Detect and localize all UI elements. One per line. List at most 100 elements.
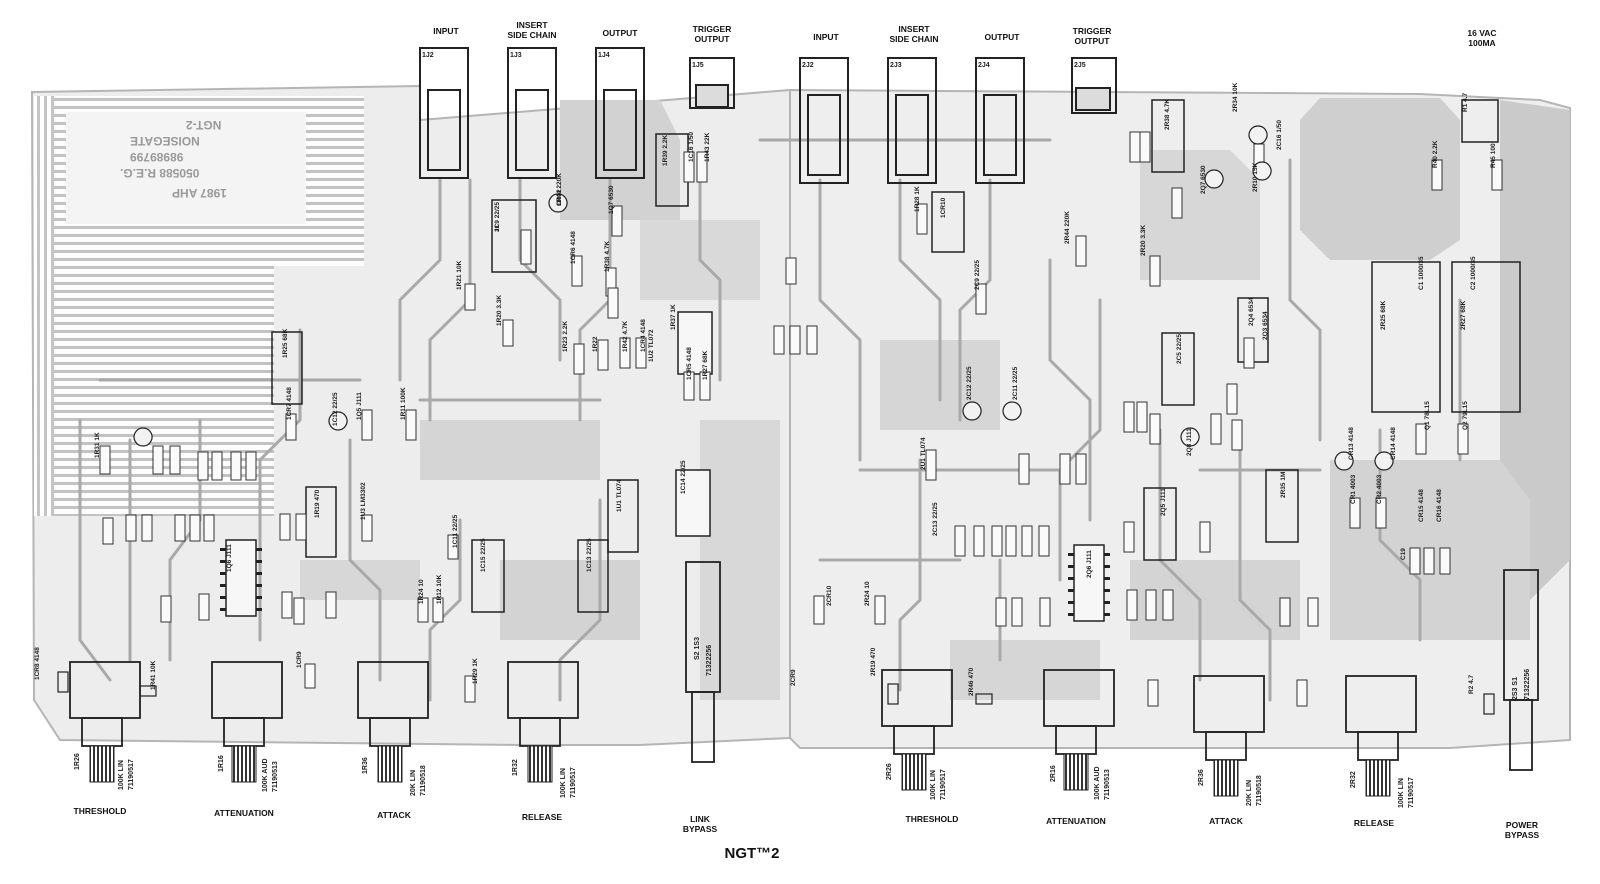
component-label: J1 (494, 224, 501, 232)
component-label: 1CR4 4148 (640, 319, 647, 352)
component-label: 1R41 10K (150, 660, 157, 690)
component-label: 1R22 (592, 336, 599, 352)
ref-2j4: 2J4 (978, 62, 990, 69)
component-label: C1 1000/35 (1418, 256, 1425, 290)
ref-2j3: 2J3 (890, 62, 902, 69)
component-label: 1C15 22/25 (480, 538, 487, 572)
component-label: 2Q7 6530 (1200, 165, 1207, 194)
component-label: 1Q7 6530 (608, 185, 615, 214)
label-release-right: RELEASE (1353, 818, 1395, 828)
pot-part-2r26: 71190517 (940, 769, 947, 800)
component-label: 2R46 470 (968, 667, 975, 696)
ic-pins (220, 548, 1110, 616)
j1-connector (1461, 99, 1499, 143)
component-label: 2R38 4.7K (1164, 98, 1171, 130)
component-label: 2CR10 (826, 585, 833, 606)
component-label: 1C11 22/25 (452, 514, 459, 548)
component-label: 1R11 100K (400, 387, 407, 420)
board-title: NGT™2 (724, 845, 780, 862)
component-label: 2C5 22/25 (1176, 334, 1183, 364)
component-label: 2R10 15K (1252, 162, 1259, 192)
component-label: C19 (1400, 548, 1407, 560)
switch-part-left: 71322256 (706, 644, 713, 676)
label-threshold-right: THRESHOLD (905, 814, 959, 824)
component-label: CR2 4003 (1376, 474, 1383, 504)
component-label: 2C13 22/25 (932, 502, 939, 536)
ref-1j4: 1J4 (598, 52, 610, 59)
pot-value-1r32: 100K LIN (560, 768, 567, 798)
pot-part-1r26: 71190517 (128, 759, 135, 790)
component-label: 1CR6 4148 (570, 231, 577, 264)
jack-label-1j5: TRIGGER OUTPUT (692, 24, 732, 44)
pot-value-1r26: 100K LIN (118, 760, 125, 790)
component-label: 1R19 470 (314, 489, 321, 518)
pot-ref-1r36: 1R36 (362, 757, 369, 774)
component-label: 1U3 LM3302 (360, 482, 367, 520)
component-label: 1R25 68K (282, 328, 289, 358)
component-label: 2Q5 J111 (1160, 488, 1167, 516)
component-label: 2C12 22/25 (966, 366, 973, 400)
pot-part-1r16: 71190513 (272, 761, 279, 792)
component-label: 2R27 68K (1460, 300, 1467, 330)
pot-part-1r36: 71190518 (420, 765, 427, 796)
component-label: 1R43 22K (704, 132, 711, 162)
label-attack-left: ATTACK (377, 810, 411, 820)
label-link-bypass: LINK BYPASS (682, 814, 718, 834)
label-power-bypass: POWER BYPASS (1504, 820, 1540, 840)
component-label: 1C16 1/50 (688, 132, 695, 162)
diodes (57, 671, 1495, 715)
pot-part-2r16: 71190513 (1104, 769, 1111, 800)
component-label: 1CR7 4148 (286, 387, 293, 420)
component-label: 2U1 TL074 (920, 437, 927, 470)
pot-value-2r32: 100K LIN (1398, 778, 1405, 808)
ref-2j5: 2J5 (1074, 62, 1086, 69)
component-label: 1R20 3.3K (496, 294, 503, 326)
pot-ref-2r16: 2R16 (1050, 765, 1057, 782)
component-label: 1R37 1K (670, 304, 677, 330)
component-label: 2R24 10 (864, 581, 871, 606)
jack-label-1j4: OUTPUT (602, 28, 638, 38)
component-label: 2C11 22/25 (1012, 366, 1019, 400)
pot-part-1r32: 71190517 (570, 767, 577, 798)
pot-value-1r16: 100K AUD (262, 758, 269, 792)
component-label: 1CR8 4148 (34, 647, 41, 680)
ref-1j2: 1J2 (422, 52, 434, 59)
component-label: 2R34 10K (1232, 82, 1239, 112)
component-label: 1C14 22/25 (680, 460, 687, 494)
pot-value-2r26: 100K LIN (930, 770, 937, 800)
component-label: R1 4.7 (1462, 92, 1469, 112)
component-label: 1CR9 (296, 651, 303, 668)
component-label: 1R24 10 (418, 579, 425, 604)
silk-line-4: 050588 R.E.G. (120, 166, 200, 180)
jack-label-2j3: INSERT SIDE CHAIN (889, 24, 939, 44)
component-label: 2Q4 6534 (1248, 297, 1255, 326)
component-label: 1U1 TL074 (616, 479, 623, 512)
label-release-left: RELEASE (521, 812, 563, 822)
component-label: 2Q8 J111 (1186, 428, 1193, 456)
component-label: 1CR10 (940, 197, 947, 218)
component-label: CR1 4003 (1350, 474, 1357, 504)
jack-label-2j2: INPUT (813, 32, 839, 42)
pot-shafts (89, 745, 1391, 797)
jack-label-2j5: TRIGGER OUTPUT (1072, 26, 1112, 46)
component-label: 1R23 2.2K (562, 320, 569, 352)
component-label: CR15 4148 (1418, 489, 1425, 522)
component-label: CR13 4148 (1348, 427, 1355, 460)
left-jacks (419, 47, 735, 179)
component-label: R2 4.7 (1468, 674, 1475, 694)
component-label: C2 1000/35 (1470, 256, 1477, 290)
component-label: 1Q5 J111 (356, 392, 363, 420)
label-attack-right: ATTACK (1209, 816, 1243, 826)
switches (685, 561, 1539, 771)
component-label: Q2 79L15 (1462, 401, 1469, 430)
component-label: CR12 (556, 189, 563, 206)
component-label: 1C13 22/25 (586, 538, 593, 572)
right-jacks (799, 57, 1117, 184)
switch-part-right: 71322256 (1524, 668, 1531, 700)
pot-value-1r36: 20K LIN (410, 769, 417, 796)
component-label: 1R21 10K (456, 260, 463, 290)
component-label: R40 2.2K (1432, 140, 1439, 168)
label-attenuation-right: ATTENUATION (1046, 816, 1106, 826)
component-label: 1U2 TL072 (648, 329, 655, 362)
